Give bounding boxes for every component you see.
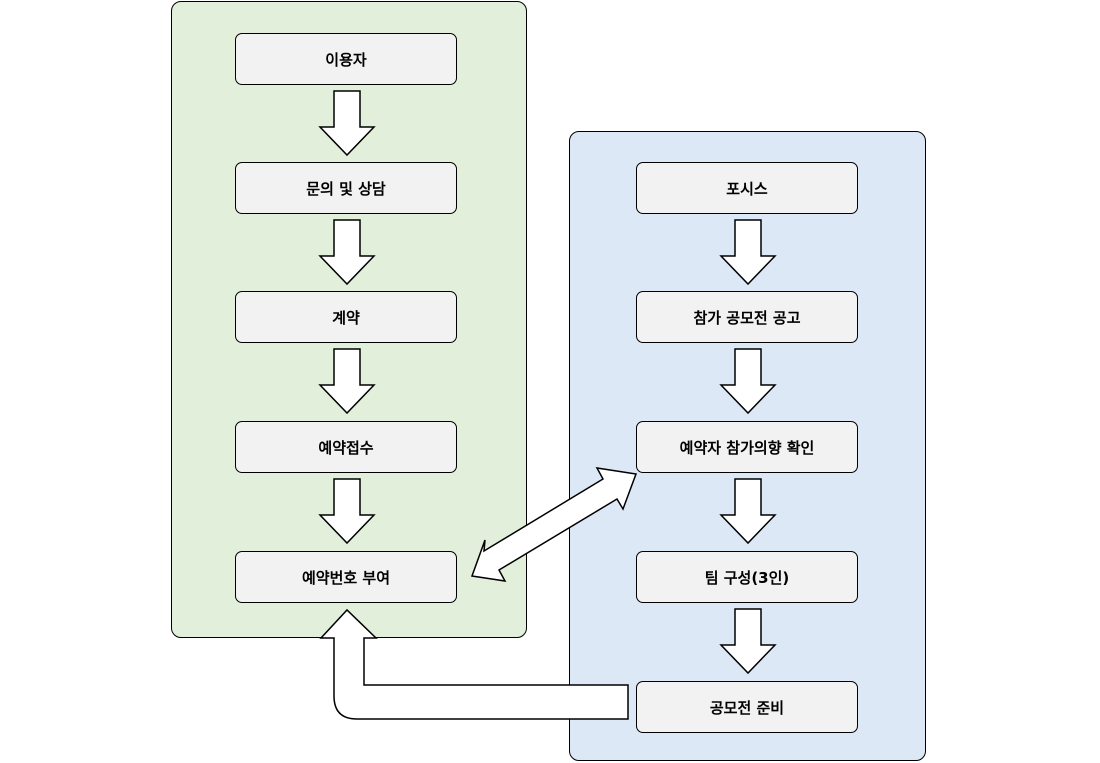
node-user: 이용자	[235, 33, 457, 85]
arrow-down-icon	[318, 219, 376, 286]
arrow-down-icon	[318, 348, 376, 415]
node-reservation-number: 예약번호 부여	[235, 551, 457, 603]
node-posis: 포시스	[636, 162, 858, 214]
node-team-formation: 팀 구성(3인)	[636, 551, 858, 603]
node-reservation-receipt: 예약접수	[235, 421, 457, 473]
arrow-down-icon	[719, 608, 777, 675]
arrow-down-icon	[719, 478, 777, 545]
return-arrow-icon	[319, 608, 629, 720]
node-contest-notice: 참가 공모전 공고	[636, 291, 858, 343]
node-contest-prep: 공모전 준비	[636, 681, 858, 733]
node-participation-check: 예약자 참가의향 확인	[636, 421, 858, 473]
arrow-down-icon	[719, 348, 777, 415]
arrow-down-icon	[719, 219, 777, 286]
arrow-down-icon	[318, 90, 376, 157]
arrow-down-icon	[318, 478, 376, 545]
node-contract: 계약	[235, 291, 457, 343]
node-inquiry-consultation: 문의 및 상담	[235, 162, 457, 214]
double-arrow-icon	[470, 467, 638, 582]
